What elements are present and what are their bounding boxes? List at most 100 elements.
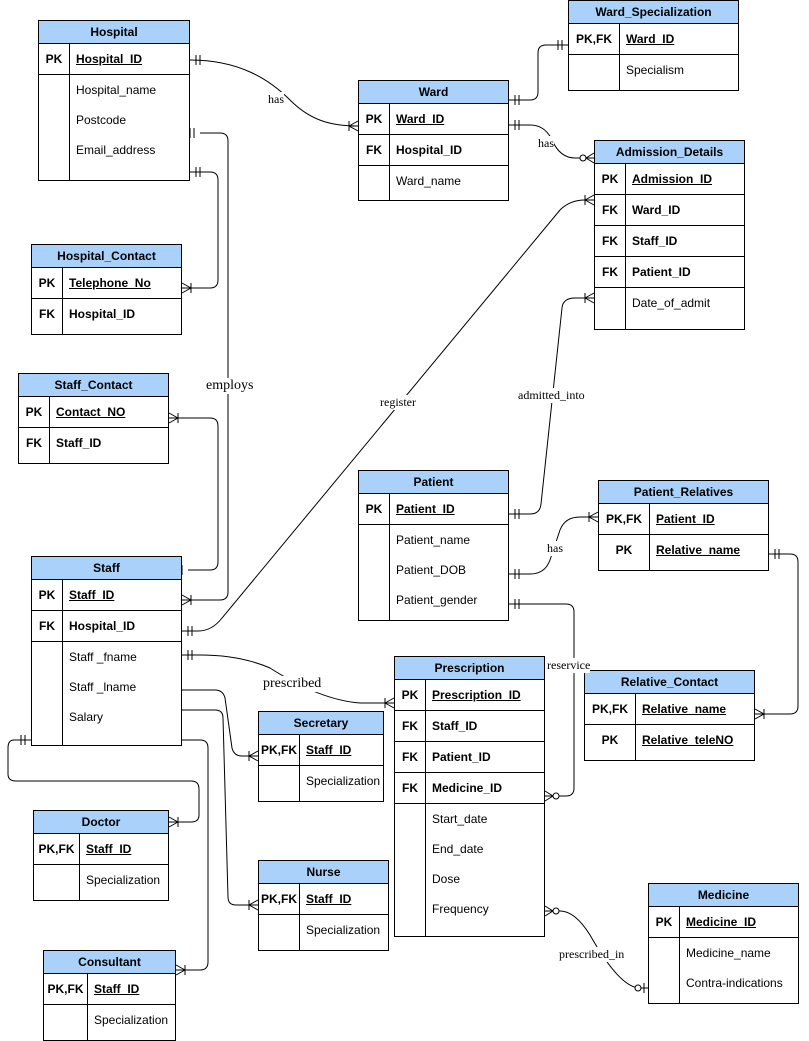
key-label: FK xyxy=(402,781,418,795)
entity-title: Secretary xyxy=(259,712,383,735)
attribute-row[interactable]: Ward_name xyxy=(359,166,508,196)
attribute-row[interactable]: End_date xyxy=(395,834,544,864)
attribute-row[interactable]: Email_address xyxy=(39,135,189,165)
attribute-row[interactable]: Frequency xyxy=(395,894,544,924)
key-label: PK,FK xyxy=(261,743,297,757)
attribute-row[interactable]: Salary xyxy=(32,702,181,732)
key-label xyxy=(39,105,69,135)
label-prescribed-in: prescribed_in xyxy=(559,947,625,962)
attribute-name: Staff_ID xyxy=(432,719,478,733)
attribute-name: Ward_ID xyxy=(626,32,675,46)
many-marker xyxy=(384,702,395,709)
key-column-divider xyxy=(425,680,426,936)
entity-title: Ward xyxy=(359,81,508,104)
attribute-row[interactable]: Contra-indications xyxy=(649,968,798,998)
attribute-row[interactable]: Hospital_name xyxy=(39,75,189,105)
zero-many-marker xyxy=(552,792,560,800)
attribute-row[interactable]: Dose xyxy=(395,864,544,894)
attribute-row[interactable] xyxy=(39,165,189,191)
many-marker xyxy=(181,287,192,294)
many-marker xyxy=(181,594,192,601)
attribute-row[interactable]: Date_of_admit xyxy=(595,288,744,336)
attribute-row[interactable]: Specialism xyxy=(569,55,738,85)
attribute-row[interactable]: Start_date xyxy=(395,804,544,834)
key-label: PK xyxy=(38,276,56,290)
key-label xyxy=(34,865,79,895)
key-label xyxy=(395,894,425,924)
attribute-row[interactable]: Postcode xyxy=(39,105,189,135)
many-marker xyxy=(248,750,259,757)
attribute-row[interactable]: Specialization xyxy=(34,865,168,895)
attribute-row[interactable] xyxy=(32,732,181,740)
many-marker xyxy=(168,821,179,828)
attribute-row[interactable]: Specialization xyxy=(259,766,383,796)
attribute-row[interactable]: Staff _fname xyxy=(32,642,181,672)
attribute-row[interactable]: Patient_gender xyxy=(359,585,508,615)
many-marker xyxy=(588,511,599,518)
attribute-name: Hospital_name xyxy=(76,83,157,97)
attribute-row[interactable] xyxy=(395,924,544,928)
attribute-row[interactable]: Patient_name xyxy=(359,525,508,555)
many-marker xyxy=(181,599,192,606)
connector-line xyxy=(509,603,575,797)
key-label xyxy=(32,672,62,702)
attribute-row[interactable]: Staff _lname xyxy=(32,672,181,702)
attribute-name: Patient_name xyxy=(396,533,471,547)
attribute-row[interactable]: Medicine_name xyxy=(649,938,798,968)
attribute-name: Specialization xyxy=(306,774,381,788)
label-prescribed: prescribed xyxy=(263,676,322,692)
many-marker xyxy=(248,755,259,762)
many-marker xyxy=(168,417,179,424)
key-label xyxy=(395,864,425,894)
attribute-row[interactable]: Patient_DOB xyxy=(359,555,508,585)
attribute-row[interactable]: Specialization xyxy=(44,1005,175,1035)
attribute-name: Staff_ID xyxy=(94,982,140,996)
entity-title: Nurse xyxy=(259,861,388,884)
attribute-row[interactable]: Specialization xyxy=(259,915,388,945)
